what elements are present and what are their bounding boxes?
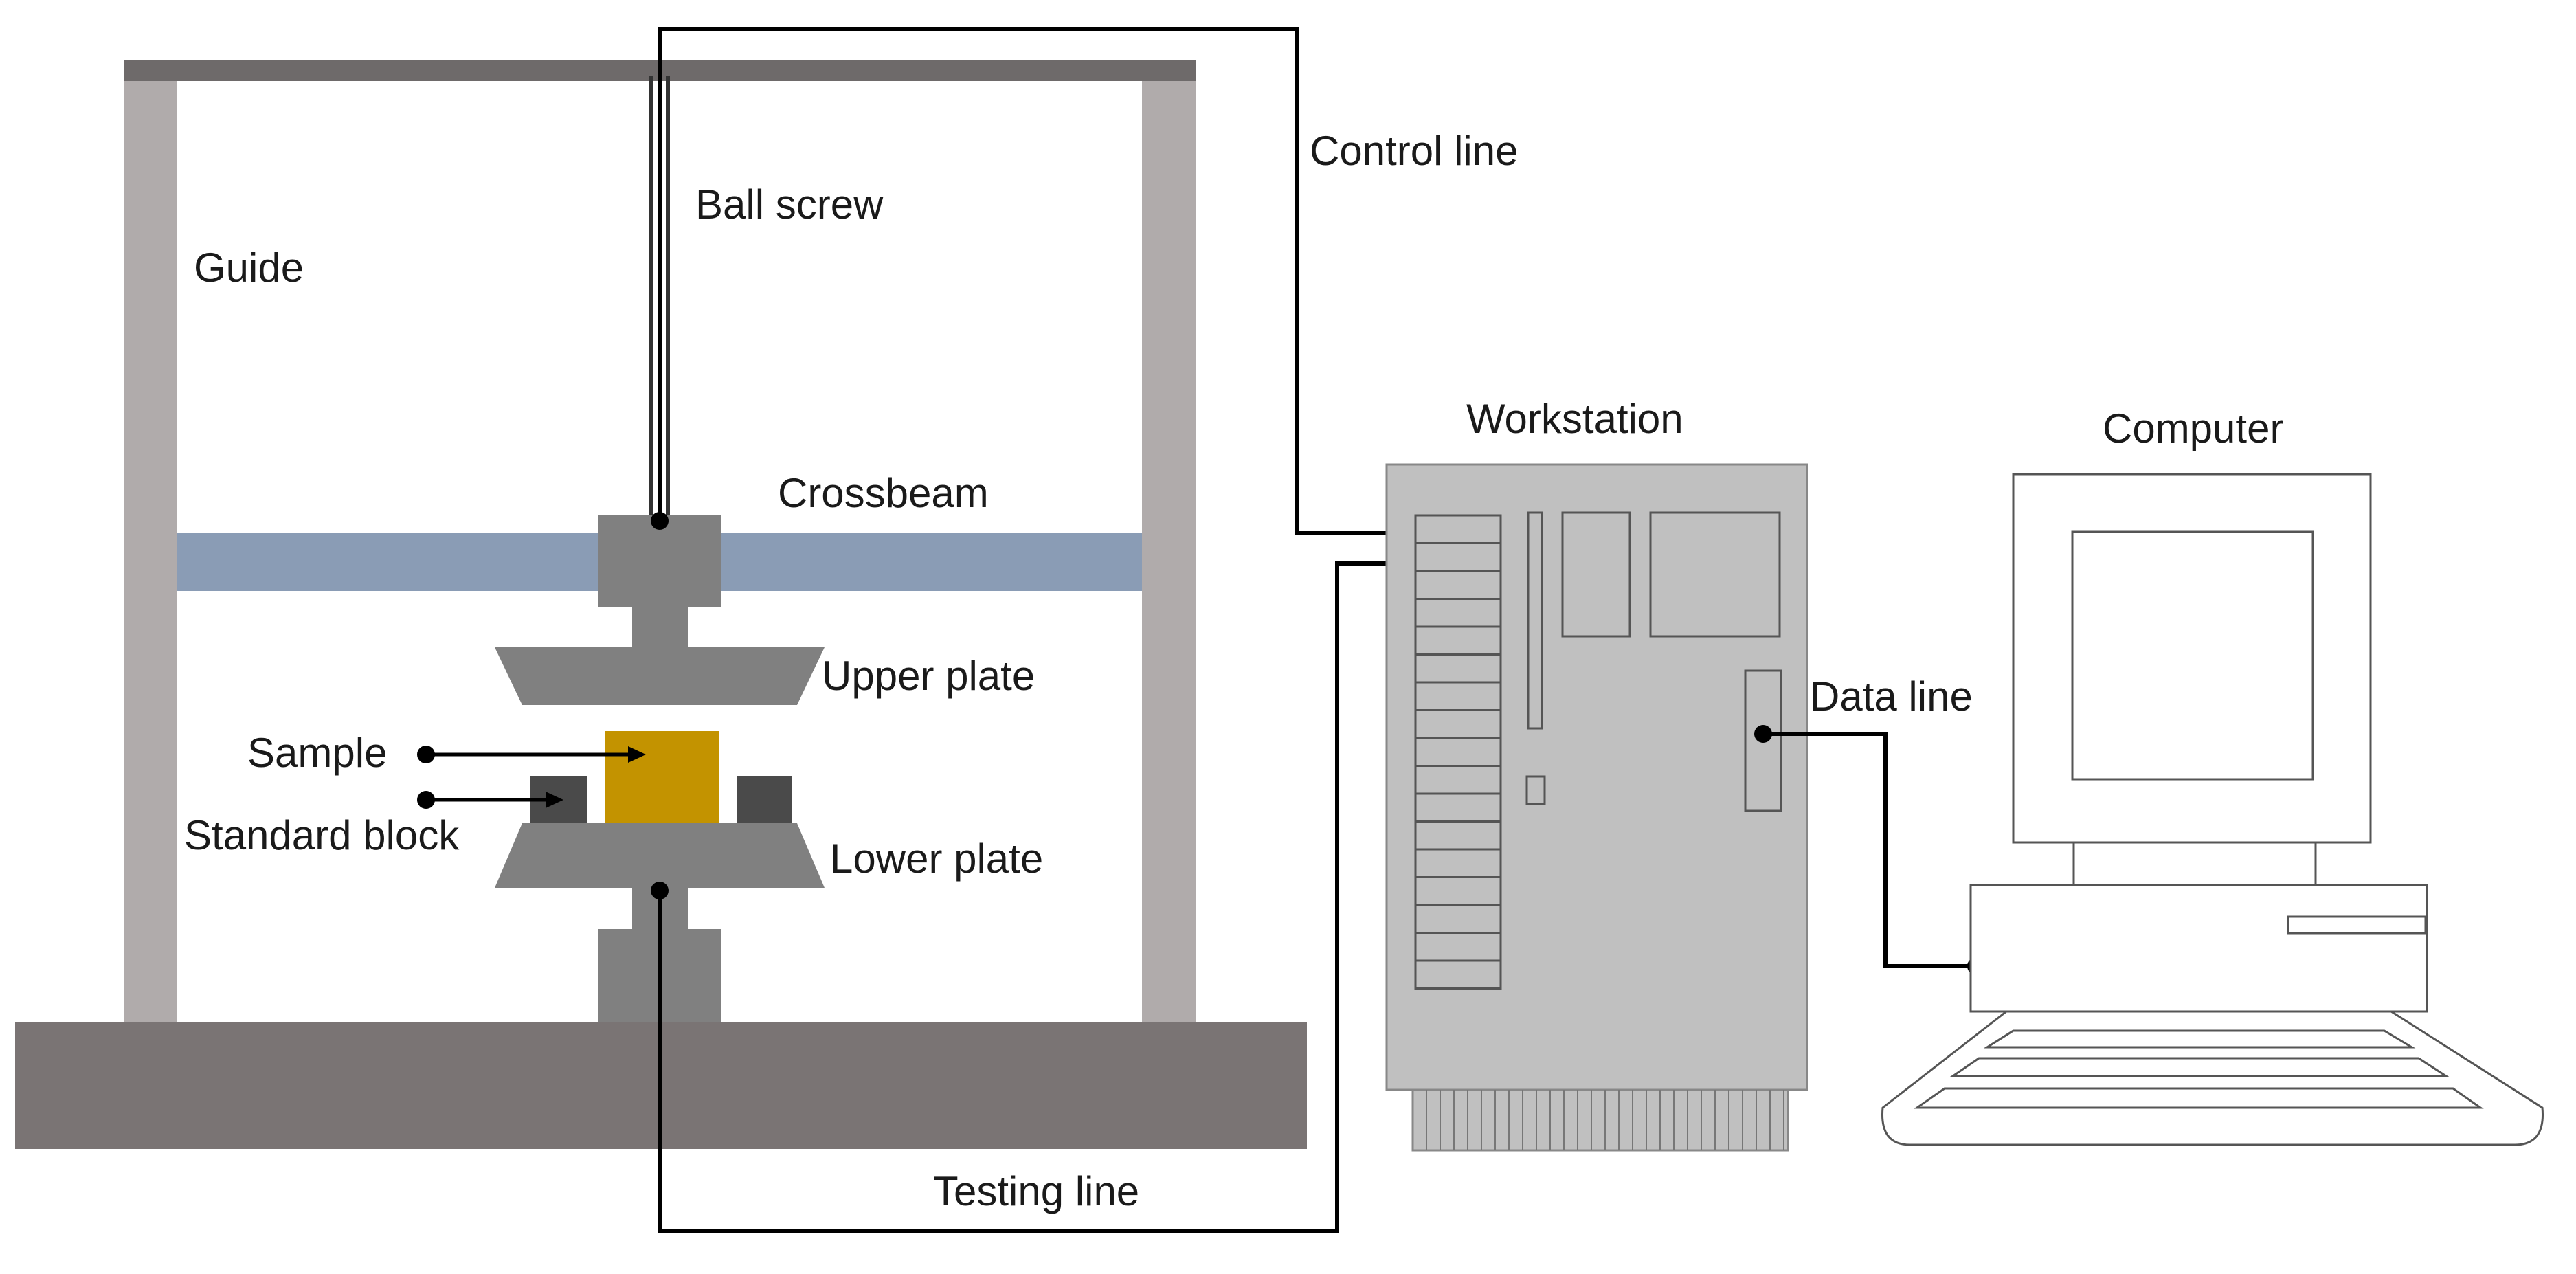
label-upper-plate: Upper plate — [822, 653, 1035, 699]
workstation-vents — [1411, 1088, 1789, 1152]
keyboard-key-row-3 — [1914, 1087, 2484, 1109]
left-guide-column — [124, 81, 177, 1022]
label-sample: Sample — [247, 730, 387, 776]
workstation-small-panel — [1561, 511, 1631, 638]
label-guide: Guide — [194, 245, 304, 291]
computer-screen — [2071, 530, 2314, 781]
workstation-vertical-slot — [1527, 511, 1543, 730]
control-line — [658, 27, 1461, 535]
label-data-line: Data line — [1810, 673, 1973, 719]
keyboard-key-row-1 — [1983, 1029, 2416, 1049]
control-line-dot-screw — [651, 512, 669, 530]
testing-line-dot-plate — [651, 882, 669, 899]
workstation-vent-base — [1411, 1088, 1789, 1152]
standard-block-right — [737, 776, 792, 823]
label-standard-block: Standard block — [184, 812, 460, 858]
upper-plate-neck — [632, 607, 688, 647]
workstation-slot-column — [1414, 514, 1502, 990]
keyboard-key-row-2 — [1949, 1057, 2450, 1077]
label-testing-line: Testing line — [933, 1168, 1139, 1214]
testing-line — [658, 561, 1461, 1233]
workstation-large-panel — [1649, 511, 1781, 638]
sample-block — [605, 731, 719, 823]
standard-block-pointer — [417, 791, 563, 809]
label-computer: Computer — [2103, 405, 2283, 451]
computer-case — [1969, 884, 2428, 1013]
label-lower-plate: Lower plate — [830, 836, 1043, 882]
computer-drive-bay — [2287, 915, 2427, 935]
sample-pointer — [417, 746, 646, 763]
data-line — [1763, 732, 1976, 968]
right-guide-column — [1142, 81, 1196, 1022]
workstation-slot — [1414, 959, 1502, 990]
crossbeam-nut-block — [598, 515, 721, 607]
label-workstation: Workstation — [1466, 396, 1683, 442]
workstation-cabinet — [1385, 463, 1808, 1091]
computer-keyboard — [1881, 1010, 2544, 1146]
label-control-line: Control line — [1310, 128, 1519, 174]
lower-plate — [495, 823, 825, 888]
workstation-indicator — [1525, 775, 1546, 805]
label-crossbeam: Crossbeam — [778, 470, 989, 516]
computer-monitor-stand — [2072, 841, 2317, 886]
label-ball-screw: Ball screw — [695, 181, 884, 227]
upper-plate — [495, 647, 825, 705]
data-line-dot-workstation — [1754, 725, 1772, 743]
workstation-data-port — [1744, 669, 1782, 812]
